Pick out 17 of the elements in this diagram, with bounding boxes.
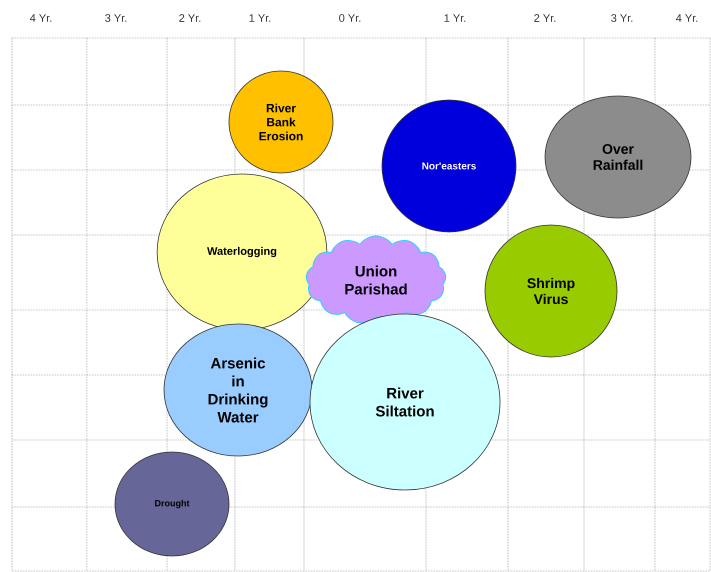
axis-label: 4 Yr. (30, 14, 52, 22)
axis-label: 1 Yr. (250, 14, 270, 22)
axis-label: 3 Yr. (105, 14, 126, 22)
axis-label: 1 Yr. (444, 14, 466, 22)
bubble: Waterlogging (156, 174, 328, 330)
axis-label: 3 Yr. (611, 14, 632, 22)
axis-label: 4 Yr. (676, 14, 698, 22)
bubble: Over Rainfall (544, 96, 692, 218)
axis-label: 2 Yr. (534, 14, 556, 22)
bubble: River Siltation (310, 314, 500, 490)
bubble: Shrimp Virus (484, 224, 618, 358)
bubble: Arsenic in Drinking Water (164, 324, 312, 456)
bubble: Nor'easters (382, 100, 516, 232)
bubble: Drought (114, 452, 230, 556)
bubble: River Bank Erosion (228, 70, 334, 174)
axis-label: 2 Yr. (179, 14, 200, 22)
axis-label: 0 Yr. (339, 14, 360, 22)
